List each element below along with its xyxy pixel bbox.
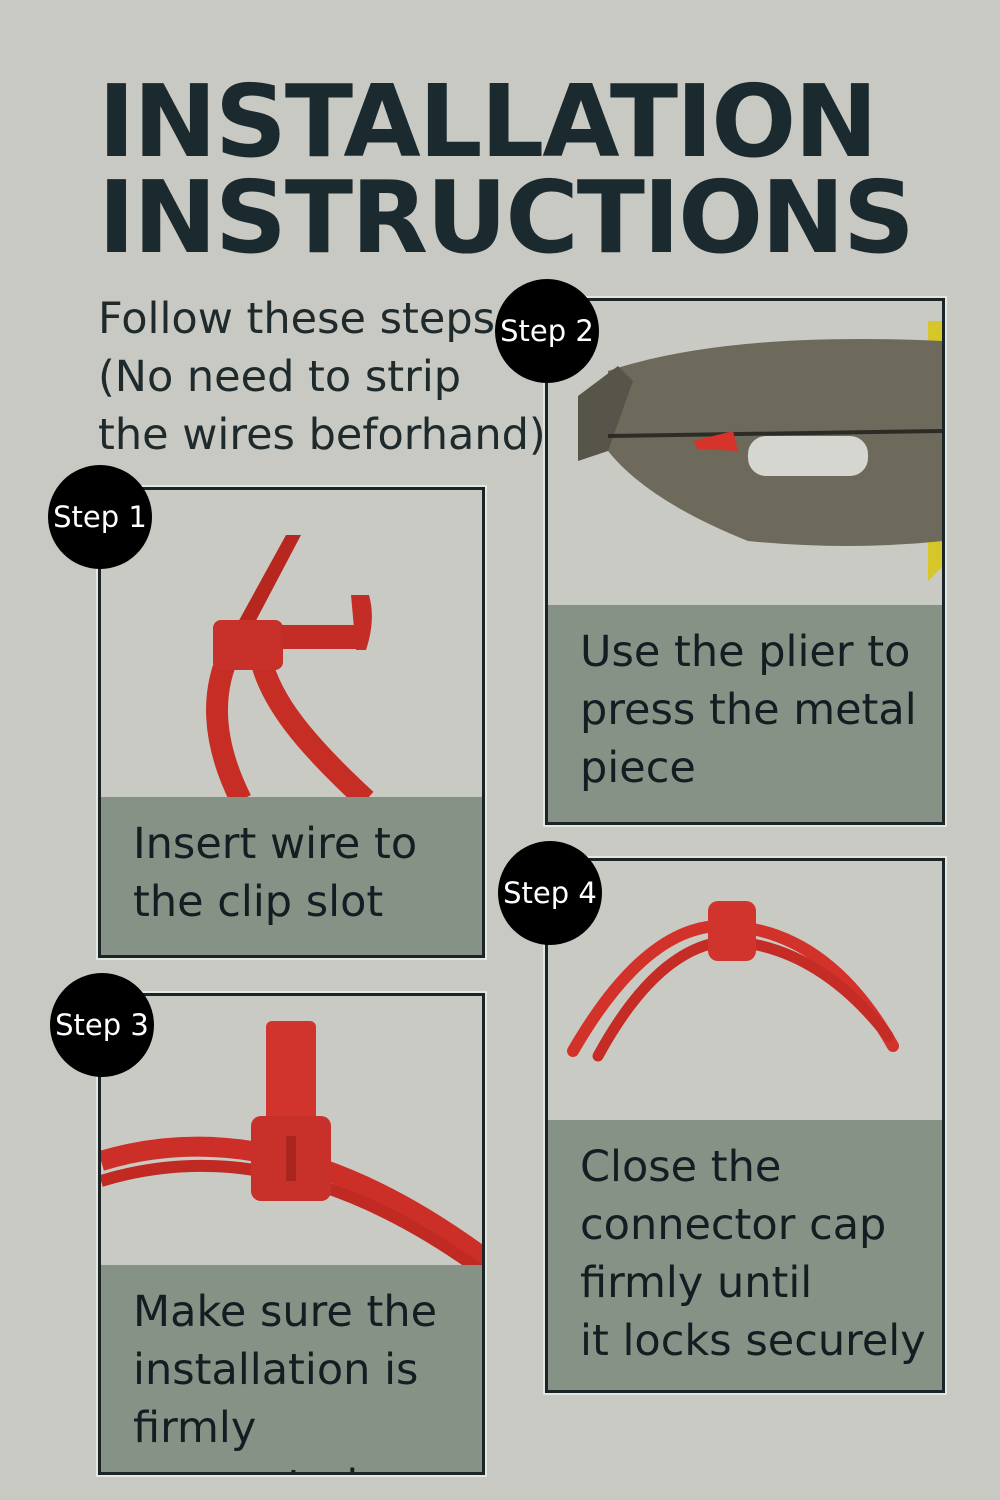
caption-line: firmly until: [580, 1258, 813, 1308]
caption-line: connector cap: [580, 1200, 887, 1250]
step-1-panel: Insert wire to the clip slot: [98, 487, 485, 958]
title-line-1: INSTALLATION: [98, 63, 878, 180]
caption-line: firmly connected: [133, 1403, 358, 1472]
step-1-caption: Insert wire to the clip slot: [101, 797, 482, 955]
intro-line: Follow these steps:: [98, 294, 510, 344]
step-2-badge: Step 2: [495, 279, 599, 383]
step-1-badge: Step 1: [48, 465, 152, 569]
clip-insert-image: [206, 535, 374, 809]
step-4-badge: Step 4: [498, 841, 602, 945]
step-4-caption: Close the connector cap firmly until it …: [548, 1120, 942, 1390]
caption-line: installation is: [133, 1345, 419, 1395]
intro-line: the wires beforhand).: [98, 410, 560, 460]
plier-image: [578, 321, 942, 581]
caption-line: the clip slot: [133, 877, 384, 927]
step-4-panel: Close the connector cap firmly until it …: [545, 858, 945, 1393]
caption-line: Insert wire to: [133, 819, 418, 869]
caption-line: it locks securely: [580, 1316, 926, 1366]
step-3-caption: Make sure the installation is firmly con…: [101, 1265, 482, 1472]
caption-line: piece: [580, 743, 696, 793]
step-3-badge: Step 3: [50, 973, 154, 1077]
intro-line: (No need to strip: [98, 352, 462, 402]
intro-text: Follow these steps: (No need to strip th…: [98, 290, 559, 464]
step-2-caption: Use the plier to press the metal piece: [548, 605, 942, 822]
title-line-2: INSTRUCTIONS: [98, 159, 915, 276]
caption-line: press the metal: [580, 685, 917, 735]
step-3-panel: Make sure the installation is firmly con…: [98, 993, 485, 1475]
caption-line: Make sure the: [133, 1287, 438, 1337]
closed-connector-image: [567, 901, 899, 1062]
caption-line: Use the plier to: [580, 627, 911, 677]
connected-wire-image: [101, 1021, 482, 1271]
step-2-panel: Use the plier to press the metal piece: [545, 298, 945, 825]
caption-line: Close the: [580, 1142, 782, 1192]
